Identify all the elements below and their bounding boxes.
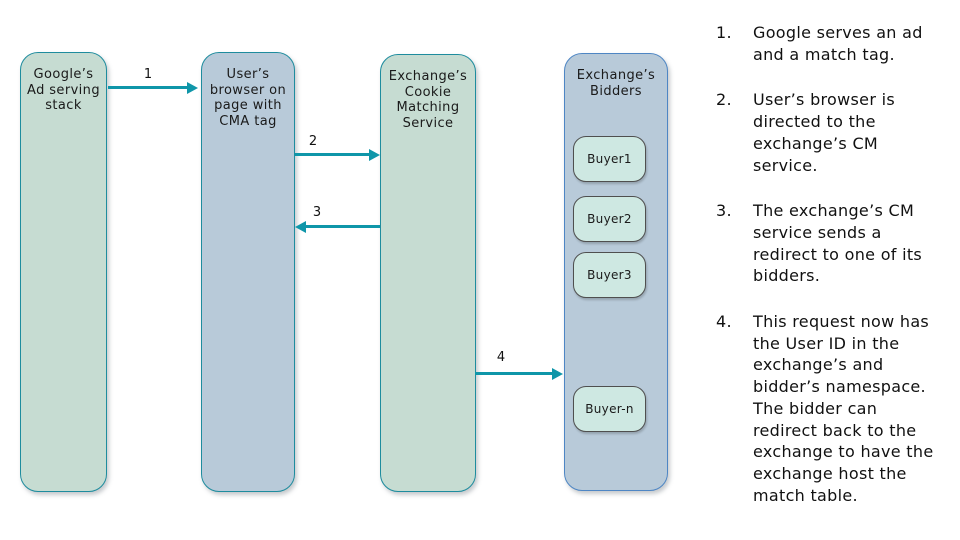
exchange-cookie-matching-service-box: Exchange’s Cookie Matching Service bbox=[380, 54, 476, 492]
step-3-text: The exchange’s CM service sends a redire… bbox=[753, 201, 923, 286]
google-ad-serving-stack-box: Google’s Ad serving stack bbox=[20, 52, 107, 492]
arrow-2-browser-to-cm bbox=[295, 153, 369, 156]
step-1: 1. Google serves an ad and a match tag. bbox=[716, 22, 946, 65]
buyer3-chip: Buyer3 bbox=[573, 252, 646, 298]
steps-list: 1. Google serves an ad and a match tag. … bbox=[716, 22, 946, 530]
step-3: 3. The exchange’s CM service sends a red… bbox=[716, 200, 946, 287]
step-4: 4. This request now has the User ID in t… bbox=[716, 311, 946, 506]
step-3-number: 3. bbox=[716, 201, 732, 221]
arrow-1-label: 1 bbox=[143, 67, 153, 82]
buyer-n-chip: Buyer-n bbox=[573, 386, 646, 432]
arrow-4-label: 4 bbox=[496, 350, 506, 365]
step-2-number: 2. bbox=[716, 90, 732, 110]
arrow-1-google-to-browser bbox=[108, 86, 187, 89]
arrow-4-cm-to-bidders bbox=[475, 372, 552, 375]
step-2-text: User’s browser is directed to the exchan… bbox=[753, 90, 895, 175]
arrow-3-label: 3 bbox=[312, 205, 322, 220]
step-4-text: This request now has the User ID in the … bbox=[753, 312, 934, 505]
step-1-text: Google serves an ad and a match tag. bbox=[753, 23, 923, 64]
user-browser-box: User’s browser on page with CMA tag bbox=[201, 52, 295, 492]
buyer2-chip: Buyer2 bbox=[573, 196, 646, 242]
step-4-number: 4. bbox=[716, 312, 732, 332]
arrow-3-cm-to-browser bbox=[306, 225, 380, 228]
step-2: 2. User’s browser is directed to the exc… bbox=[716, 89, 946, 176]
buyer1-chip: Buyer1 bbox=[573, 136, 646, 182]
arrow-2-label: 2 bbox=[308, 134, 318, 149]
step-1-number: 1. bbox=[716, 23, 732, 42]
